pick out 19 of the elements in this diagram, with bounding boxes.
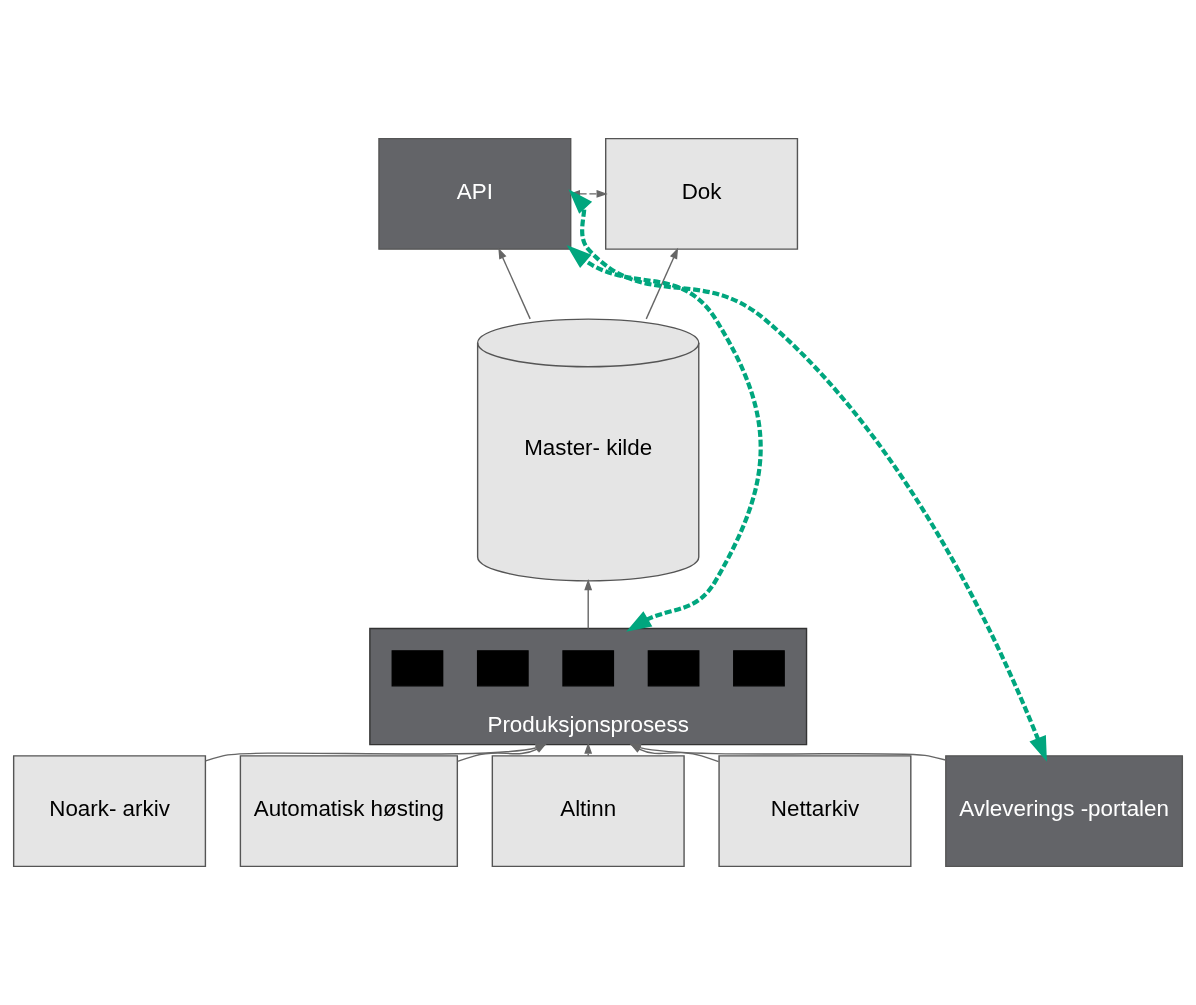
arrow <box>566 245 763 632</box>
node-box: Noark- arkiv <box>12 755 207 868</box>
node-box <box>733 650 785 687</box>
node-box: Nettarkiv <box>718 755 912 868</box>
node-box <box>476 650 529 687</box>
node-box <box>391 650 444 687</box>
node-box <box>562 650 615 687</box>
arrow <box>629 743 720 763</box>
arrow <box>645 247 679 320</box>
node-box: Avleverings -portalen <box>945 755 1184 868</box>
node-box: API <box>378 137 572 250</box>
node-box <box>647 650 700 687</box>
arrow <box>629 743 947 761</box>
arrow <box>498 247 531 320</box>
cluster: Produksjonsprosess <box>369 627 808 746</box>
arrow <box>584 579 593 630</box>
node-box: Automatisk høsting <box>239 755 459 868</box>
node-box: Dok <box>605 137 799 250</box>
node-box: Altinn <box>491 755 685 868</box>
